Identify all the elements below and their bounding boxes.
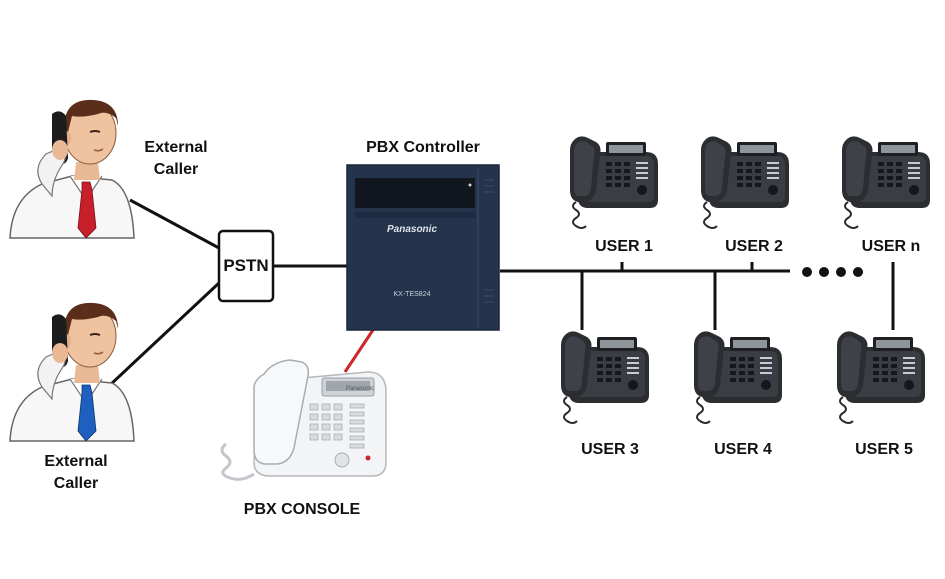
external-caller-top-line1: External xyxy=(144,139,208,156)
user-5-label: USER 5 xyxy=(855,441,913,458)
external-caller-bottom-line1: External xyxy=(44,453,108,470)
user-2-phone xyxy=(700,135,790,229)
user-n-phone xyxy=(841,135,931,229)
pstn-box xyxy=(217,229,275,303)
external-caller-bottom-label: External Caller xyxy=(28,451,124,495)
user-4-label: USER 4 xyxy=(714,441,772,458)
pbx-console-label: PBX CONSOLE xyxy=(243,501,361,518)
user-3-phone xyxy=(560,330,650,424)
external-caller-top-label: External Caller xyxy=(128,137,224,181)
pbx-controller-brand: Panasonic xyxy=(386,224,438,235)
external-caller-top-avatar xyxy=(9,98,135,239)
line-bottom-caller-to-pstn xyxy=(108,281,221,387)
user-n-label: USER n xyxy=(861,238,921,255)
pbx-controller-title: PBX Controller xyxy=(366,139,480,156)
pbx-controller-unit xyxy=(346,164,500,331)
user-5-phone xyxy=(836,330,926,424)
pbx-console-brand: Panasonic xyxy=(345,386,375,392)
pbx-console-phone xyxy=(220,359,387,481)
line-top-caller-to-pstn xyxy=(129,198,220,250)
external-caller-bottom-line2: Caller xyxy=(53,475,99,492)
continuation-dots xyxy=(802,267,863,277)
pbx-controller-model: KX-TES824 xyxy=(393,291,431,298)
user-1-phone xyxy=(569,135,659,229)
pstn-label: PSTN xyxy=(223,256,269,275)
user-3-label: USER 3 xyxy=(581,441,639,458)
user-4-phone xyxy=(693,330,783,424)
user-2-label: USER 2 xyxy=(725,238,783,255)
external-caller-top-line2: Caller xyxy=(153,161,199,178)
external-caller-bottom-avatar xyxy=(9,301,135,442)
line-pbx-to-console xyxy=(343,326,377,373)
user-1-label: USER 1 xyxy=(595,238,653,255)
connection-lines xyxy=(108,198,895,387)
